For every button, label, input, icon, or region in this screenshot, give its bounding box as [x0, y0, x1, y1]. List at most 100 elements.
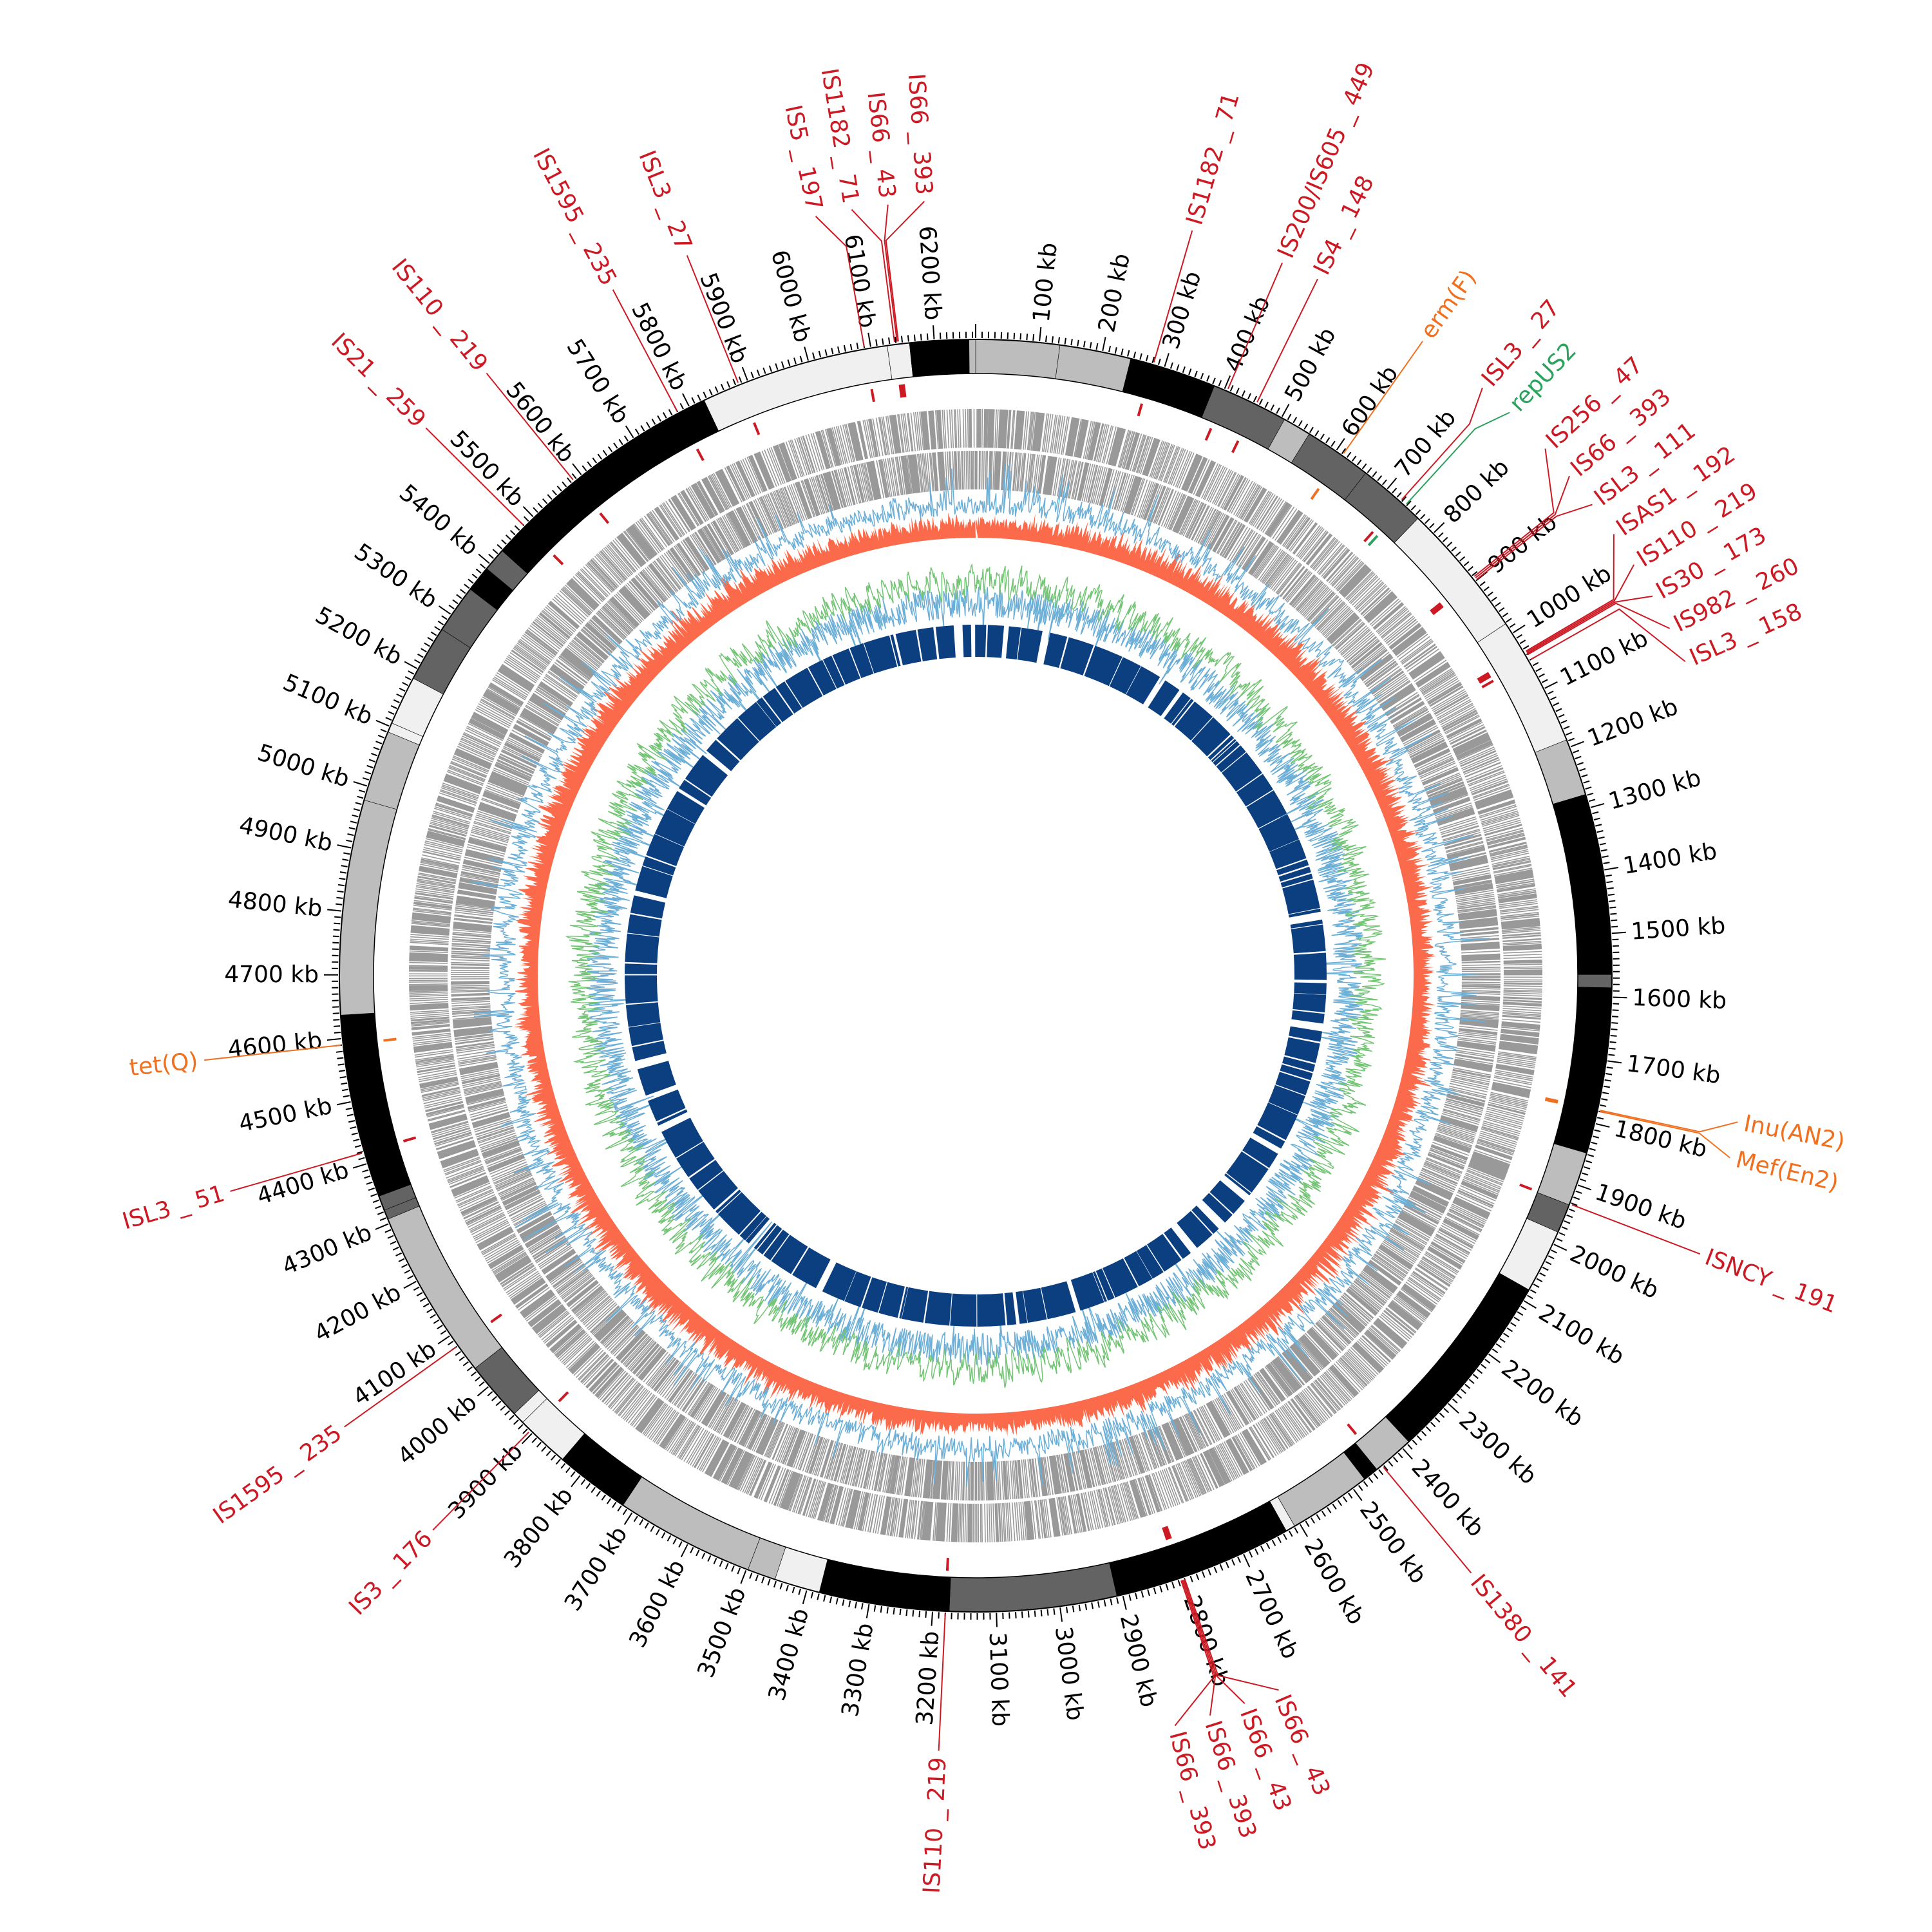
feature-connector — [204, 1044, 341, 1061]
gene-block — [747, 1413, 768, 1450]
gene-block — [452, 1016, 492, 1028]
gene-block — [1389, 623, 1422, 650]
gene-block — [1329, 1365, 1359, 1397]
inner-ring-block — [864, 635, 898, 674]
inner-ring-block — [1017, 627, 1043, 663]
gene-block — [1416, 662, 1451, 688]
gene-block — [817, 1482, 833, 1522]
gene-block — [409, 952, 448, 962]
inner-ring-block — [654, 809, 696, 847]
feature-connector — [1525, 534, 1615, 652]
gene-block — [635, 1397, 664, 1434]
inner-ring-block — [1124, 1251, 1153, 1287]
ideogram-band — [909, 339, 970, 377]
gene-block — [1045, 456, 1057, 496]
tick-label: 3400 kb — [764, 1605, 814, 1703]
tick-label: 3500 kb — [693, 1584, 752, 1681]
tick-label: 2900 kb — [1115, 1612, 1162, 1710]
tick-label: 1800 kb — [1611, 1115, 1709, 1163]
gene-block — [1477, 800, 1516, 815]
gene-block — [453, 1026, 493, 1037]
tick-label: 1300 kb — [1605, 764, 1703, 815]
gene-block — [638, 1347, 667, 1381]
feature-marker — [1310, 488, 1320, 500]
gene-block — [539, 612, 571, 639]
gene-block — [1499, 1041, 1539, 1055]
gc-content-line — [565, 563, 1387, 1388]
gene-block — [935, 1502, 945, 1542]
feature-connector — [1473, 448, 1555, 577]
tick-label: 2000 kb — [1566, 1240, 1662, 1304]
feature-marker — [902, 384, 907, 397]
inner-ring-block — [975, 625, 976, 658]
feature-marker — [1231, 440, 1240, 453]
feature-label: IS110 _ 219 — [386, 254, 493, 376]
feature-label: IS1595 _ 235 — [209, 1420, 347, 1530]
gene-block — [468, 838, 507, 852]
feature-connector — [938, 1613, 946, 1751]
tick-label: 1500 kb — [1630, 913, 1726, 945]
feature-connector — [1530, 608, 1686, 663]
inner-ring-block — [1258, 814, 1300, 852]
gene-block — [866, 460, 882, 500]
gene-block — [457, 889, 497, 900]
feature-label: tet(Q) — [128, 1048, 200, 1081]
tick-label: 200 kb — [1094, 251, 1135, 335]
gene-block — [1433, 1135, 1472, 1153]
inner-ring-block — [1246, 790, 1287, 829]
tick-label: 4800 kb — [227, 886, 323, 922]
inner-ring-block — [1126, 666, 1160, 705]
feature-marker — [1544, 1098, 1558, 1104]
gene-block — [1077, 462, 1090, 501]
inner-ring-block — [715, 1189, 741, 1214]
gene-block — [1378, 1244, 1414, 1270]
inner-ring-block — [679, 779, 712, 806]
feature-connector — [1383, 1466, 1472, 1574]
feature-connector — [1181, 1580, 1217, 1716]
ideogram-band — [1136, 362, 1215, 418]
gene-block — [615, 1329, 646, 1361]
gene-block — [779, 442, 797, 480]
gene-block — [1390, 701, 1425, 724]
tick-label: 6100 kb — [839, 232, 881, 330]
gene-block — [1125, 432, 1141, 471]
gene-block — [1195, 460, 1217, 498]
gene-block — [1248, 541, 1274, 576]
inner-ring-block — [1236, 773, 1273, 807]
gene-block — [1128, 1435, 1145, 1474]
gene-row-reverse — [451, 450, 1501, 1501]
gene-block — [412, 1028, 451, 1036]
gene-block — [1161, 1422, 1183, 1461]
gene-block — [1454, 880, 1493, 890]
gene-block — [481, 1140, 520, 1157]
inner-ring-block — [822, 1262, 857, 1302]
gene-block — [437, 1140, 476, 1159]
inner-ring-block — [1095, 1268, 1115, 1301]
inner-ring-block — [1016, 1291, 1028, 1324]
gene-block — [409, 966, 448, 970]
gene-block — [454, 748, 493, 770]
gene-block — [495, 763, 531, 781]
gene-block — [1352, 1341, 1384, 1374]
gene-block — [1208, 515, 1230, 551]
gene-block — [1448, 855, 1488, 871]
inner-ring-block — [625, 963, 658, 974]
ideogram-band — [339, 799, 397, 1016]
feature-marker — [753, 422, 761, 435]
gene-block — [1502, 1002, 1542, 1007]
inner-ring-block — [625, 975, 658, 1004]
gene-block — [901, 455, 910, 495]
gene-block — [577, 631, 609, 659]
inner-ring-block — [1257, 1102, 1298, 1141]
gene-block — [1433, 797, 1471, 814]
gene-block — [483, 689, 520, 715]
gene-block — [829, 1486, 844, 1524]
gene-block — [763, 1465, 781, 1502]
inner-ring-block — [1268, 1084, 1305, 1115]
gene-block — [465, 1088, 504, 1103]
tick-label: 5200 kb — [311, 602, 406, 671]
gene-block — [1286, 517, 1311, 550]
tick-label: 4200 kb — [310, 1279, 405, 1347]
tick-label: 5600 kb — [500, 377, 580, 468]
